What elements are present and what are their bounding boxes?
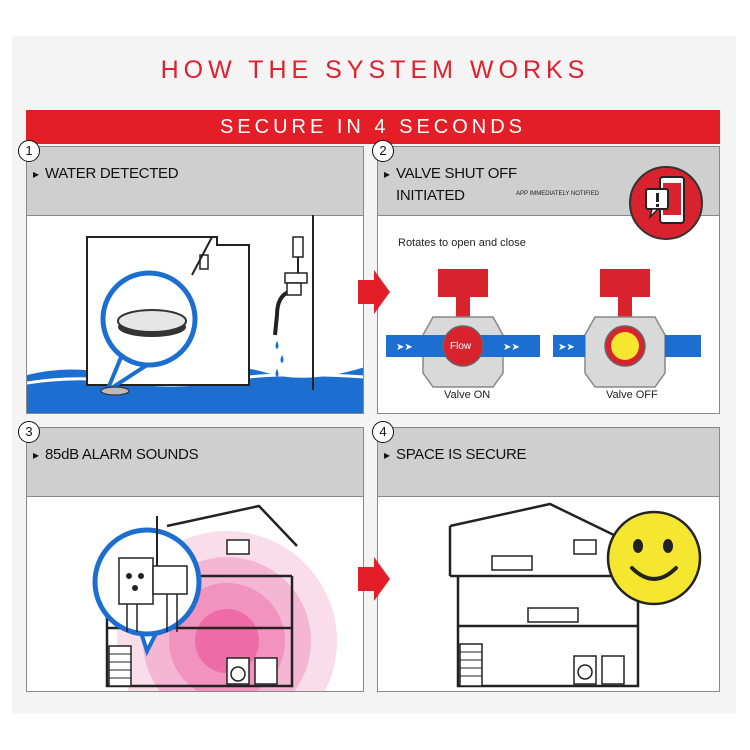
panel-space-secure: SPACE IS SECURE — [377, 427, 720, 692]
phone-alert-icon — [629, 166, 703, 240]
step-number-1: 1 — [18, 140, 40, 162]
valve-on-graphic: ➤➤ ➤➤ — [386, 269, 540, 388]
step-label: SPACE IS SECURE — [384, 444, 527, 466]
secure-house-illustration — [448, 502, 640, 688]
svg-text:➤➤: ➤➤ — [396, 342, 413, 353]
flow-label: Flow — [450, 341, 472, 352]
svg-text:➤➤: ➤➤ — [558, 342, 575, 353]
panel-valve-shut-off: VALVE SHUT OFF INITIATED APP IMMEDIATELY… — [377, 146, 720, 414]
valve-illustration: ➤➤ ➤➤ Flow ➤➤ — [386, 269, 701, 388]
panel-alarm-sounds: 85dB ALARM SOUNDS — [26, 427, 364, 692]
step-number-4: 4 — [372, 421, 394, 443]
smiley-icon — [606, 510, 702, 606]
rotate-text: Rotates to open and close — [398, 237, 526, 249]
valve-off-label: Valve OFF — [606, 389, 658, 401]
panel-water-detected: WATER DETECTED — [26, 146, 364, 414]
valve-off-graphic: ➤➤ — [553, 269, 701, 388]
panel-header: 85dB ALARM SOUNDS — [27, 428, 363, 497]
svg-text:➤➤: ➤➤ — [503, 342, 520, 353]
step-label: WATER DETECTED — [33, 163, 179, 185]
valve-on-label: Valve ON — [444, 389, 491, 401]
panel-header: WATER DETECTED — [27, 147, 363, 216]
step-label-line2: INITIATED — [396, 187, 465, 204]
app-notified-text: APP IMMEDIATELY NOTIFIED — [516, 191, 599, 197]
panel-header: SPACE IS SECURE — [378, 428, 719, 497]
water-detected-illustration — [27, 215, 363, 413]
arrow-right-icon — [358, 270, 390, 314]
banner: SECURE IN 4 SECONDS — [26, 110, 720, 144]
step-number-2: 2 — [372, 140, 394, 162]
alarm-illustration — [92, 504, 337, 691]
step-label: VALVE SHUT OFF INITIATED — [384, 163, 517, 207]
page-title: HOW THE SYSTEM WORKS — [160, 56, 590, 84]
step-label-line1: VALVE SHUT OFF — [396, 165, 517, 182]
step-number-3: 3 — [18, 421, 40, 443]
arrow-right-icon — [358, 557, 390, 601]
step-label: 85dB ALARM SOUNDS — [33, 444, 199, 466]
